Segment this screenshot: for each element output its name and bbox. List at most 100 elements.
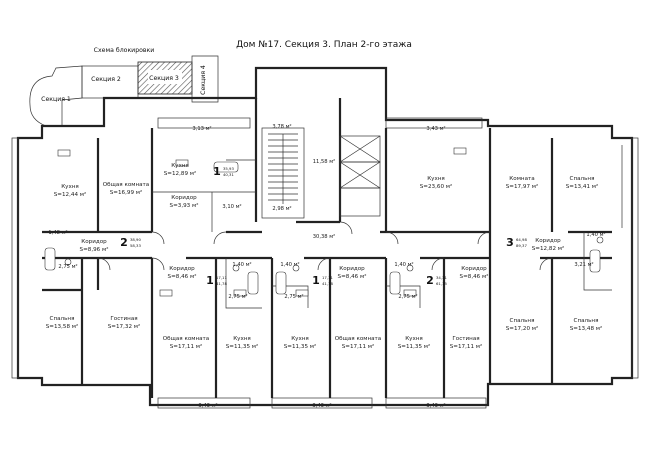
room-area: S=3,93 м² — [170, 202, 199, 209]
key-section-1: Секция 1 — [41, 96, 71, 103]
room-name: Кухня — [233, 336, 251, 342]
room-name: Гостиная — [110, 316, 137, 322]
wet-area: 1,40 м² — [280, 262, 299, 268]
balcony-top-right-area: 3,43 м² — [426, 126, 445, 132]
apartment-area-living: 41,78 — [322, 281, 333, 286]
balcony-bottom-2-area: 3,43 м² — [312, 403, 331, 409]
wet-area: 1,40 м² — [232, 262, 251, 268]
key-section-3: Секция 3 — [149, 75, 179, 82]
room-area: S=12,82 м² — [532, 245, 565, 252]
apartment-area-total: 64,98 — [516, 237, 527, 242]
wet-area: 2,75 м² — [398, 294, 417, 300]
room-name: Спальня — [574, 318, 599, 324]
balcony-top-left-area: 3,13 м² — [192, 126, 211, 132]
room-area: S=13,41 м² — [566, 183, 599, 190]
room-name: Спальня — [510, 318, 535, 324]
room-area: S=17,11 м² — [170, 343, 203, 350]
balcony-bottom-3 — [385, 397, 487, 409]
room-name: Кухня — [61, 184, 79, 190]
wet-area: 3,21 м² — [574, 262, 593, 268]
key-section-2: Секция 2 — [91, 76, 121, 83]
fixtures — [44, 147, 604, 297]
room-name: Коридор — [461, 266, 487, 272]
apartment-area-total: 38,90 — [130, 237, 141, 242]
apartment-number: 3 — [506, 236, 514, 249]
room-name: Общая комната — [163, 336, 210, 342]
room-area: S=17,11 м² — [342, 343, 375, 350]
wet-area: 2,75 м² — [284, 294, 303, 300]
balcony-bottom-1 — [157, 397, 251, 409]
room-area: S=11,35 м² — [398, 343, 431, 350]
wet-area: 2,75 м² — [58, 264, 77, 270]
room-area: S=23,60 м² — [420, 183, 453, 190]
room-area: S=13,58 м² — [46, 323, 79, 330]
room-area: S=17,11 м² — [450, 343, 483, 350]
apartment-area-living: 41,78 — [216, 281, 227, 286]
apartment-area-living: 61,15 — [436, 281, 447, 286]
elevator-3 — [339, 187, 381, 217]
room-area: S=16,99 м² — [110, 189, 143, 196]
room-area: S=17,97 м² — [506, 183, 539, 190]
wet-area: 2,75 м² — [228, 294, 247, 300]
elevator-hall-area: 11,58 м² — [313, 159, 336, 165]
building-walls — [11, 66, 639, 409]
stair-small-area: 2,98 м² — [272, 206, 291, 212]
room-name: Коридор — [81, 239, 107, 245]
room-area: S=11,35 м² — [284, 343, 317, 350]
apartment-1-bottom-b: Коридор S=8,46 м² Кухня S=11,35 м² Общая… — [280, 262, 381, 350]
key-section-4: Секция 4 — [200, 65, 207, 95]
apartment-area-living: 58,33 — [130, 243, 141, 248]
room-name: Коридор — [339, 266, 365, 272]
apartment-area-total: 17,11 — [322, 275, 333, 280]
room-area: S=12,89 м² — [164, 170, 197, 177]
room-area: S=8,46 м² — [338, 273, 367, 280]
room-area: S=11,35 м² — [226, 343, 259, 350]
room-name: Спальня — [50, 316, 75, 322]
room-name: Гостиная — [452, 336, 479, 342]
apartment-area-living: 89,37 — [516, 243, 527, 248]
room-area: S=13,48 м² — [570, 325, 603, 332]
room-area: S=8,96 м² — [80, 246, 109, 253]
apartment-area-living: 40,31 — [223, 172, 234, 177]
apartment-area-total: 34,31 — [436, 275, 447, 280]
room-area: S=17,20 м² — [506, 325, 539, 332]
apartment-2-left: Кухня S=12,44 м² Общая комната S=16,99 м… — [46, 182, 150, 330]
apartment-1-bottom-a: Коридор S=8,46 м² Общая комната S=17,11 … — [163, 262, 259, 350]
balcony-bottom-3-area: 3,43 м² — [426, 403, 445, 409]
key-plan: Схема блокировки Секция 1 Секция 2 Секци… — [29, 46, 219, 127]
apartment-number: 2 — [120, 236, 128, 249]
room-name: Коридор — [171, 195, 197, 201]
balcony-top-mid-area: 3,78 м² — [272, 124, 291, 130]
room-area: S=8,46 м² — [168, 273, 197, 280]
key-section-4-shape — [191, 55, 219, 103]
room-name: Коридор — [169, 266, 195, 272]
room-name: Кухня — [405, 336, 423, 342]
apartment-1-top: Кухня S=12,89 м² Коридор S=3,93 м² 1 35,… — [164, 163, 235, 209]
balcony-top-left — [157, 117, 251, 129]
door-swings — [97, 221, 553, 271]
room-area: S=8,46 м² — [460, 273, 489, 280]
apartment-area-total: 35,93 — [223, 166, 234, 171]
wet-area: 1,40 м² — [586, 232, 605, 238]
key-plan-label: Схема блокировки — [94, 46, 155, 54]
wet-area: 1,48 м² — [48, 230, 67, 236]
balcony-bottom-2 — [271, 397, 373, 409]
room-area: S=12,44 м² — [54, 191, 87, 198]
stairwell — [261, 127, 305, 219]
wet-area: 1,40 м² — [394, 262, 413, 268]
apartment-3-right: Кухня S=23,60 м² Комната S=17,97 м² Спал… — [420, 176, 606, 332]
small-room-310-area: 3,10 м² — [222, 204, 241, 210]
apartment-2-bottom: Коридор S=8,46 м² Кухня S=11,35 м² Гости… — [394, 262, 488, 350]
balcony-bottom-1-area: 3,43 м² — [198, 403, 217, 409]
apartment-number: 2 — [426, 274, 434, 287]
room-area: S=17,32 м² — [108, 323, 141, 330]
apartment-number: 1 — [312, 274, 320, 287]
room-name: Кухня — [291, 336, 309, 342]
plan-title: Дом №17. Секция 3. План 2-го этажа — [236, 40, 412, 50]
room-name: Общая комната — [335, 336, 382, 342]
room-name: Комната — [509, 176, 534, 182]
room-name: Общая комната — [103, 182, 150, 188]
room-name: Спальня — [570, 176, 595, 182]
room-name: Кухня — [171, 163, 189, 169]
room-name: Кухня — [427, 176, 445, 182]
